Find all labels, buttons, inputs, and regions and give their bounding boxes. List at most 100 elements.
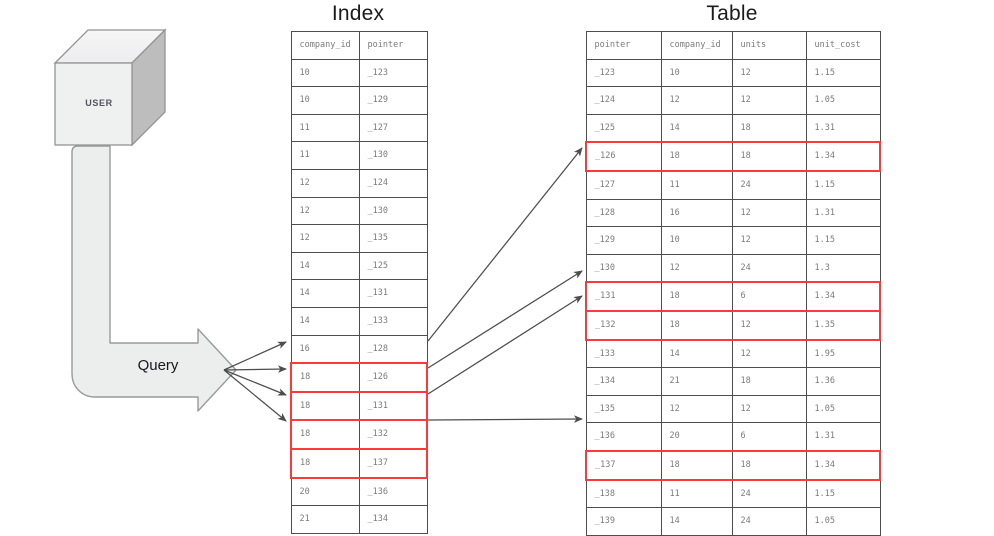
cell-pointer: _137 bbox=[585, 449, 662, 481]
cell-pointer: _126 bbox=[585, 141, 662, 172]
column-header-company_id: company_id bbox=[660, 31, 733, 60]
cell-company_id: 12 bbox=[290, 168, 360, 198]
cell-units: 12 bbox=[731, 58, 807, 88]
table-row[interactable]: 20_136 bbox=[290, 476, 428, 507]
cell-company_id: 20 bbox=[660, 422, 733, 452]
cell-company_id: 18 bbox=[660, 281, 733, 312]
cell-pointer: _129 bbox=[585, 226, 662, 255]
index-title: Index bbox=[331, 2, 385, 25]
cell-company_id: 11 bbox=[660, 478, 733, 509]
table-row[interactable]: 10_123 bbox=[290, 58, 428, 88]
cell-units: 12 bbox=[731, 198, 807, 228]
cell-pointer: _139 bbox=[585, 507, 662, 536]
table-row[interactable]: 21_134 bbox=[290, 505, 428, 534]
cell-units: 24 bbox=[731, 507, 807, 536]
cell-pointer: _131 bbox=[358, 390, 428, 422]
cell-units: 12 bbox=[731, 394, 807, 424]
index-to-table-arrows bbox=[427, 147, 583, 423]
cell-pointer: _138 bbox=[585, 478, 662, 509]
cube-3d-icon bbox=[53, 28, 167, 147]
table-row[interactable]: 18_131 bbox=[290, 390, 428, 422]
cell-units: 6 bbox=[731, 422, 807, 452]
cell-pointer: _130 bbox=[358, 141, 428, 170]
cell-pointer: _127 bbox=[358, 113, 428, 143]
cell-units: 24 bbox=[731, 253, 807, 283]
table-row[interactable]: 12_130 bbox=[290, 196, 428, 226]
cell-units: 24 bbox=[731, 170, 807, 200]
cell-company_id: 18 bbox=[290, 362, 360, 393]
cell-company_id: 11 bbox=[660, 170, 733, 200]
cell-company_id: 10 bbox=[290, 86, 360, 115]
cell-pointer: _132 bbox=[358, 419, 428, 450]
cell-company_id: 16 bbox=[660, 198, 733, 228]
cell-company_id: 14 bbox=[660, 507, 733, 536]
cell-pointer: _125 bbox=[358, 251, 428, 281]
query-label: Query bbox=[137, 357, 179, 374]
table-row[interactable]: 18_132 bbox=[290, 419, 428, 450]
cell-pointer: _124 bbox=[585, 86, 662, 115]
cell-units: 12 bbox=[731, 86, 807, 115]
table-row[interactable]: 11_130 bbox=[290, 141, 428, 170]
cell-pointer: _135 bbox=[358, 224, 428, 253]
cell-units: 6 bbox=[731, 281, 807, 312]
cell-units: 12 bbox=[731, 309, 807, 341]
cell-pointer: _136 bbox=[358, 476, 428, 507]
table-row[interactable]: 12_135 bbox=[290, 224, 428, 253]
cell-company_id: 12 bbox=[290, 224, 360, 253]
cell-pointer: _126 bbox=[358, 362, 428, 393]
cell-pointer: _135 bbox=[585, 394, 662, 424]
cell-unit_cost: 1.95 bbox=[805, 339, 881, 369]
cell-company_id: 12 bbox=[660, 253, 733, 283]
cell-company_id: 11 bbox=[290, 141, 360, 170]
cell-company_id: 10 bbox=[290, 58, 360, 88]
table-row[interactable]: 16_128 bbox=[290, 334, 428, 364]
cell-company_id: 14 bbox=[290, 306, 360, 336]
table-row[interactable]: 18_126 bbox=[290, 362, 428, 393]
connector-layer bbox=[53, 28, 583, 423]
cell-company_id: 21 bbox=[290, 505, 360, 534]
cell-unit_cost: 1.34 bbox=[805, 449, 881, 481]
user-node: USER bbox=[55, 30, 165, 145]
column-header-pointer: pointer bbox=[358, 31, 428, 60]
cell-pointer: _131 bbox=[358, 279, 428, 308]
cell-unit_cost: 1.3 bbox=[805, 253, 881, 283]
table-row[interactable]: 14_131 bbox=[290, 279, 428, 308]
cell-company_id: 10 bbox=[660, 226, 733, 255]
cell-unit_cost: 1.31 bbox=[805, 113, 881, 143]
table-row[interactable]: 10_129 bbox=[290, 86, 428, 115]
cell-company_id: 14 bbox=[290, 251, 360, 281]
cell-company_id: 20 bbox=[290, 476, 360, 507]
cell-pointer: _133 bbox=[585, 339, 662, 369]
table-row[interactable]: 14_133 bbox=[290, 306, 428, 336]
table-row[interactable]: 11_127 bbox=[290, 113, 428, 143]
cell-pointer: _128 bbox=[358, 334, 428, 364]
query-to-index-arrows bbox=[223, 341, 287, 422]
column-header-pointer: pointer bbox=[585, 31, 662, 60]
table-row[interactable]: 18_137 bbox=[290, 447, 428, 479]
cell-company_id: 11 bbox=[290, 113, 360, 143]
cell-unit_cost: 1.15 bbox=[805, 58, 881, 88]
table-row[interactable]: 12_124 bbox=[290, 168, 428, 198]
table-row[interactable]: 14_125 bbox=[290, 251, 428, 281]
cell-pointer: _123 bbox=[358, 58, 428, 88]
